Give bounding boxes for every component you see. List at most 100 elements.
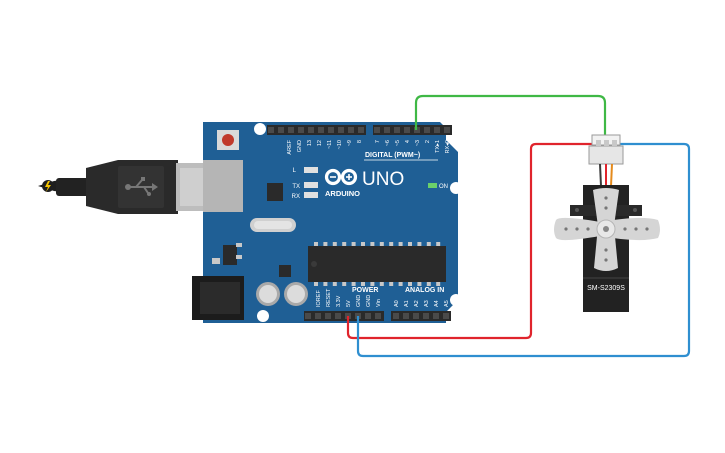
arduino-uno-board[interactable]: L TX RX ON UNO ARDUINO DIGITAL (PWM~) PO…: [192, 122, 462, 323]
wire-ground[interactable]: [356, 142, 691, 358]
analog-header: [391, 311, 451, 321]
digital-pin-hole[interactable]: [298, 127, 304, 133]
chip-leg: [342, 242, 347, 246]
power-jack[interactable]: [192, 276, 244, 320]
digital-pin-hole[interactable]: [444, 127, 450, 133]
digital-pin-hole[interactable]: [348, 127, 354, 133]
led-tx-label: TX: [292, 184, 300, 190]
wire-signal[interactable]: [414, 94, 607, 143]
digital-pin-label: 4: [405, 140, 411, 143]
servo-connector: [588, 134, 624, 165]
analog-pin-hole[interactable]: [423, 313, 429, 319]
digital-header-right: [373, 125, 452, 135]
digital-pin-label: 12: [317, 140, 323, 146]
digital-pin-hole[interactable]: [338, 127, 344, 133]
digital-pin-hole[interactable]: [268, 127, 274, 133]
digital-pin-hole[interactable]: [404, 127, 410, 133]
analog-pin-label: A1: [404, 300, 410, 307]
analog-pin-hole[interactable]: [443, 313, 449, 319]
board-brand: ARDUINO: [325, 189, 360, 198]
digital-pin-hole[interactable]: [318, 127, 324, 133]
chip-leg: [426, 242, 431, 246]
analog-pin-hole[interactable]: [393, 313, 399, 319]
digital-pin-label: ~10: [337, 140, 343, 149]
chip-leg: [323, 282, 328, 286]
wire-power[interactable]: [346, 142, 603, 340]
power-pin-hole[interactable]: [365, 313, 371, 319]
usb-chip: [267, 183, 283, 201]
power-header-label: POWER: [352, 287, 378, 294]
capacitor-1: [256, 282, 280, 306]
digital-pin-hole[interactable]: [328, 127, 334, 133]
analog-pin-hole[interactable]: [403, 313, 409, 319]
chip-leg: [408, 242, 412, 246]
analog-pin-hole[interactable]: [413, 313, 419, 319]
digital-pin-label: ~9: [347, 140, 353, 146]
led-rx-label: RX: [292, 194, 300, 200]
digital-pin-hole[interactable]: [434, 127, 440, 133]
chip-leg: [314, 282, 318, 286]
chip-leg: [436, 242, 441, 246]
power-pin-label: 5V: [346, 300, 352, 307]
led-rx: [304, 192, 318, 198]
analog-pin-label: A5: [444, 300, 450, 307]
servo-motor[interactable]: SM-S2309S: [554, 134, 660, 312]
digital-header-left: [267, 125, 366, 135]
led-tx: [304, 182, 318, 188]
power-pin-label: Vin: [376, 299, 382, 307]
chip-leg: [389, 242, 394, 246]
power-pin-hole[interactable]: [375, 313, 381, 319]
led-l: [304, 167, 318, 173]
analog-pin-label: A2: [414, 300, 420, 307]
chip-leg: [342, 282, 347, 286]
chip-leg: [398, 242, 403, 246]
digital-pin-hole[interactable]: [384, 127, 390, 133]
regulator: [223, 245, 237, 265]
power-pin-hole[interactable]: [325, 313, 331, 319]
digital-pin-hole[interactable]: [424, 127, 430, 133]
servo-horn[interactable]: [554, 188, 660, 271]
digital-pin-label: TX▸1: [435, 140, 441, 153]
digital-pin-label: 8: [357, 140, 363, 143]
chip-leg: [361, 242, 365, 246]
digital-pin-label: 2: [425, 140, 431, 143]
analog-header-label: ANALOG IN: [405, 287, 444, 294]
chip-leg: [417, 242, 422, 246]
power-pin-hole[interactable]: [305, 313, 311, 319]
digital-pin-label: ~11: [327, 140, 333, 149]
chip-leg: [370, 242, 375, 246]
power-header: [304, 311, 384, 321]
usb-port: [203, 160, 243, 212]
power-pin-hole[interactable]: [315, 313, 321, 319]
reset-button[interactable]: [217, 130, 239, 150]
servo-model-label: SM-S2309S: [587, 285, 625, 292]
chip-leg: [332, 282, 337, 286]
chip-leg: [436, 282, 441, 286]
digital-pin-hole[interactable]: [358, 127, 364, 133]
chip-leg: [398, 282, 403, 286]
chip-leg: [323, 242, 328, 246]
chip-leg: [389, 282, 394, 286]
chip-leg: [379, 242, 384, 246]
chip-leg: [417, 282, 422, 286]
atmega-chip: [308, 246, 446, 282]
chip-leg: [361, 282, 365, 286]
power-pin-label: GND: [356, 295, 362, 307]
digital-pin-hole[interactable]: [278, 127, 284, 133]
digital-pin-hole[interactable]: [308, 127, 314, 133]
digital-pin-hole[interactable]: [394, 127, 400, 133]
digital-header-label: DIGITAL (PWM~): [365, 152, 420, 159]
lightning-icon: [42, 180, 54, 192]
digital-pin-hole[interactable]: [374, 127, 380, 133]
power-pin-hole[interactable]: [335, 313, 341, 319]
analog-pin-label: A0: [394, 300, 400, 307]
power-pin-label: GND: [366, 295, 372, 307]
digital-pin-label: AREF: [287, 139, 293, 154]
analog-pin-hole[interactable]: [433, 313, 439, 319]
chip-leg: [408, 282, 412, 286]
board-model: UNO: [362, 169, 404, 190]
analog-pin-label: A4: [434, 300, 440, 307]
chip-leg: [379, 282, 384, 286]
digital-pin-hole[interactable]: [288, 127, 294, 133]
